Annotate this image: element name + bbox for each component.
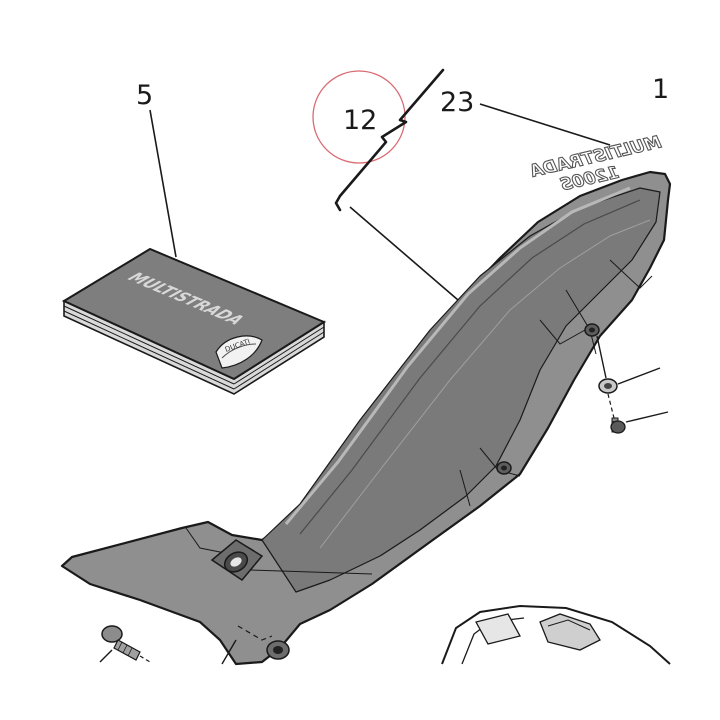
side-panel-part — [60, 170, 672, 666]
screw-right-head — [610, 420, 626, 434]
callout-12: 12 — [343, 105, 377, 136]
screw-bottom-shank — [113, 639, 141, 661]
adjacent-body-part — [441, 604, 671, 665]
adjacent-part-slot — [539, 613, 601, 651]
side-panel-ridge — [261, 187, 661, 593]
leader-line-12 — [349, 206, 459, 301]
callout-23: 23 — [440, 87, 474, 118]
leader-line-5 — [149, 109, 177, 258]
adjacent-part-tab — [475, 613, 521, 645]
adjacent-part-outline — [441, 604, 671, 665]
screw-bottom-head — [101, 625, 123, 643]
leader-line-23 — [479, 103, 611, 146]
highlight-circle — [312, 70, 406, 164]
callout-1: 1 — [652, 74, 669, 105]
owners-manual-part: MULTISTRADA DUCATI — [61, 109, 327, 395]
group-brace — [334, 68, 445, 212]
screw-bottom-left-part — [99, 625, 151, 663]
washer-part — [596, 335, 661, 394]
callout-5: 5 — [136, 80, 153, 111]
screw-right-part — [607, 393, 669, 434]
